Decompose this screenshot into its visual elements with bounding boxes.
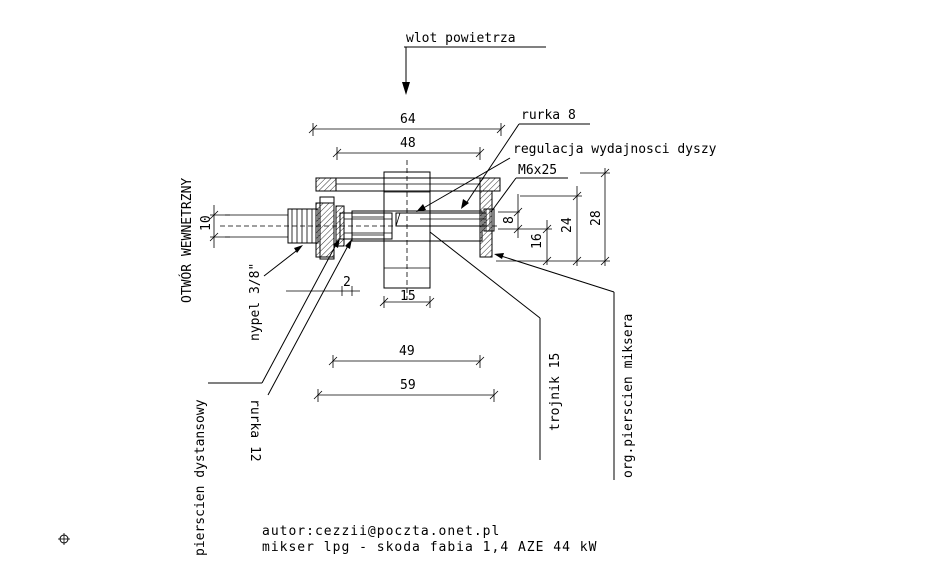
crosshair-icon [58, 533, 70, 545]
nozzle-adjust-label: regulacja wydajnosci dyszy [513, 142, 717, 157]
author-line: autor:cezzii@poczta.onet.pl [262, 524, 500, 539]
air-inlet-arrow [402, 46, 546, 95]
inner-hole-label: OTWÓR WEWNETRZNY [179, 178, 195, 303]
tube-12-leader [267, 239, 352, 396]
dimension-59-label: 59 [400, 378, 416, 393]
mixer-ring-label: org.pierscien miksera [621, 314, 636, 478]
tee-leader [429, 231, 541, 460]
dimension-48: 48 [332, 136, 485, 160]
dimension-28-label: 28 [589, 210, 604, 226]
tube-8-label: rurka 8 [521, 108, 576, 123]
bolt-label: M6x25 [518, 163, 557, 178]
dimension-15: 15 [379, 289, 435, 308]
dimension-49-label: 49 [399, 344, 415, 359]
nipple-leader [263, 245, 303, 277]
dimension-15-label: 15 [400, 289, 416, 304]
dimension-49: 49 [328, 344, 485, 368]
dimension-8-label: 8 [502, 216, 517, 224]
dimension-59: 59 [313, 378, 499, 402]
mixer-assembly [220, 160, 501, 300]
bolt-leader [490, 177, 568, 213]
dimension-10: 10 [199, 205, 230, 248]
dimension-64: 64 [308, 112, 506, 136]
dimension-8: 8 [498, 194, 523, 238]
dimension-48-label: 48 [400, 136, 416, 151]
dimension-64-label: 64 [400, 112, 416, 127]
dimension-16-label: 16 [530, 233, 545, 249]
dimension-16: 16 [496, 220, 552, 266]
dimension-24: 24 [520, 186, 582, 266]
dimension-28: 28 [580, 168, 610, 266]
title-line: mikser lpg - skoda fabia 1,4 AZE 44 kW [262, 540, 597, 555]
dimension-2-label: 2 [343, 275, 351, 290]
spacer-ring-leader [208, 238, 340, 384]
mixer-ring-leader [494, 253, 615, 480]
dimension-24-label: 24 [560, 217, 575, 233]
air-inlet-label: wlot powietrza [406, 31, 516, 46]
spacer-ring-label: pierscien dystansowy [193, 399, 208, 556]
nipple-label: nypel 3/8" [248, 263, 263, 341]
dimension-10-label: 10 [199, 215, 214, 231]
tee-label: trojnik 15 [548, 353, 563, 431]
tube-12-label: rurka 12 [247, 399, 262, 462]
dimension-2: 2 [286, 275, 360, 296]
